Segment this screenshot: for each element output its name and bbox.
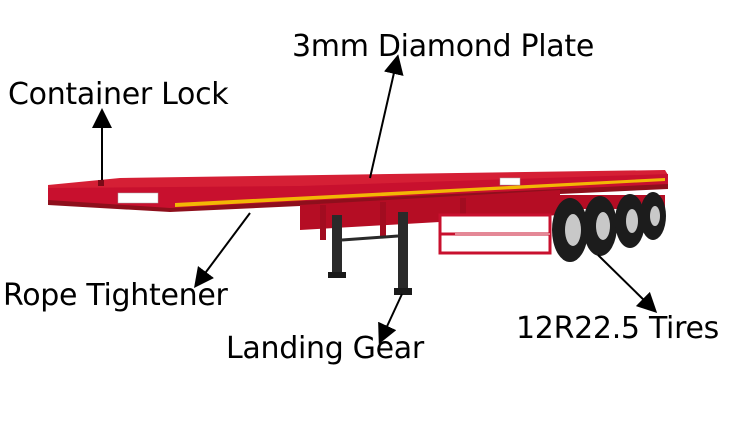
info-plate-mid xyxy=(499,177,521,186)
yellow-stripe xyxy=(175,178,665,207)
label-rope-tightener: Rope Tightener xyxy=(3,278,228,313)
arrow-landing-gear xyxy=(378,293,403,345)
crossmember xyxy=(320,205,326,240)
tires-group xyxy=(552,192,666,262)
label-landing-gear: Landing Gear xyxy=(226,331,424,366)
label-diamond-plate: 3mm Diamond Plate xyxy=(292,29,594,64)
container-lock xyxy=(98,180,104,186)
arrow-rope-tightener xyxy=(194,212,251,289)
landing-gear-leg-right xyxy=(398,212,408,290)
crossmember xyxy=(380,202,386,236)
landing-gear-foot xyxy=(328,272,346,278)
arrow-tires xyxy=(597,254,658,314)
landing-gear-leg-left xyxy=(332,215,342,275)
main-beam xyxy=(300,190,560,230)
crossmember xyxy=(460,198,466,228)
landing-gear-brace xyxy=(341,234,399,242)
label-container-lock: Container Lock xyxy=(8,77,229,112)
info-plate-front xyxy=(117,192,159,204)
deck-top xyxy=(48,170,668,190)
landing-gear-foot xyxy=(394,288,412,295)
label-tires: 12R22.5 Tires xyxy=(516,311,719,346)
arrow-diamond-plate xyxy=(369,54,404,179)
